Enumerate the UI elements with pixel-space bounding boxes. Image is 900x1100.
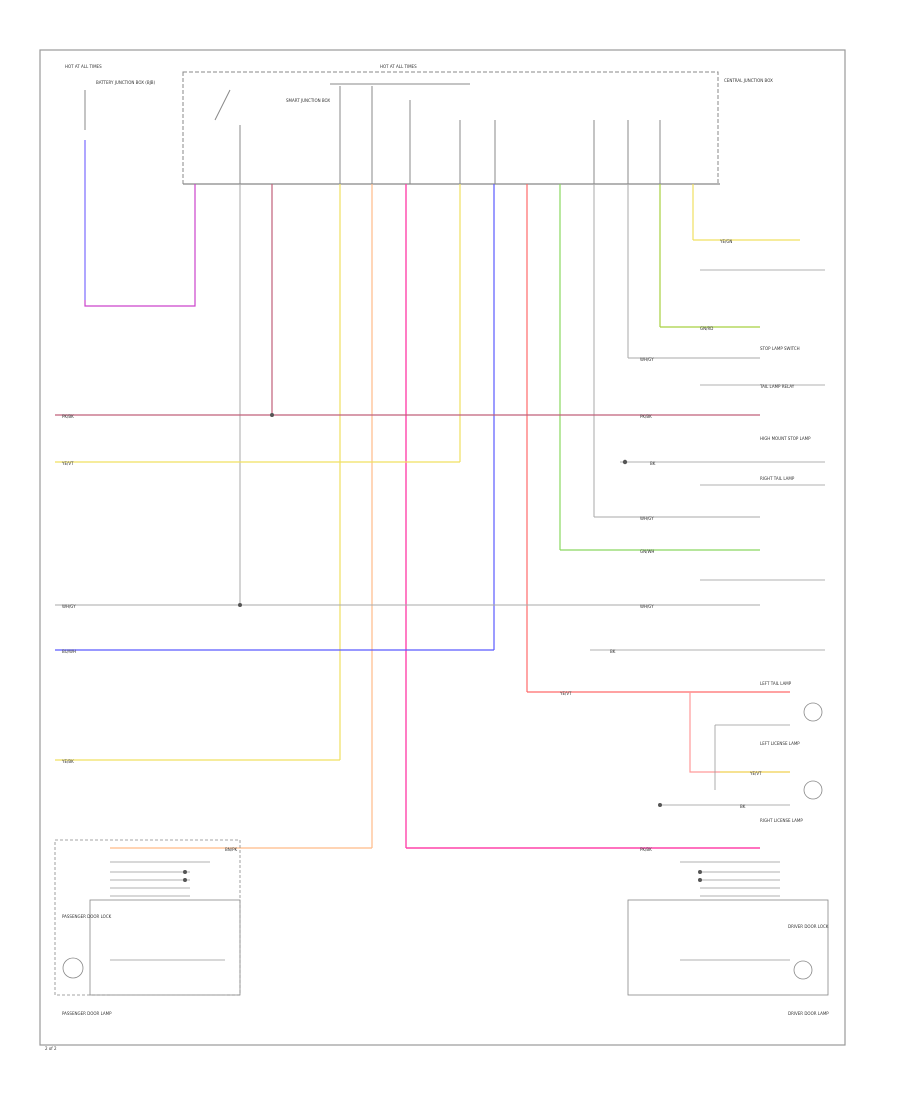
svg-text:BK: BK xyxy=(650,461,656,466)
svg-text:DRIVER DOOR LAMP: DRIVER DOOR LAMP xyxy=(788,1011,829,1016)
component-labels: TAIL LAMP RELAY STOP LAMP SWITCH LEFT TA… xyxy=(45,346,829,1051)
diagram-border xyxy=(39,49,846,1046)
svg-text:YE/VT: YE/VT xyxy=(559,691,572,696)
splice-dots xyxy=(183,413,702,882)
svg-text:WH/GY: WH/GY xyxy=(640,357,654,362)
svg-text:YE/VT: YE/VT xyxy=(749,771,762,776)
hot-label-center: HOT AT ALL TIMES xyxy=(380,64,417,69)
passenger-door-lamp-box xyxy=(89,899,241,996)
driver-door-module xyxy=(627,899,829,996)
svg-text:RIGHT LICENSE LAMP: RIGHT LICENSE LAMP xyxy=(760,818,803,823)
svg-text:LEFT TAIL LAMP: LEFT TAIL LAMP xyxy=(760,681,792,686)
svg-text:WH/GY: WH/GY xyxy=(640,604,654,609)
bjb-label: BATTERY JUNCTION BOX (BJB) xyxy=(96,80,155,85)
svg-text:GN/WH: GN/WH xyxy=(640,549,654,554)
svg-text:BN/PK: BN/PK xyxy=(225,847,237,852)
svg-text:BK: BK xyxy=(610,649,616,654)
svg-text:LEFT LICENSE LAMP: LEFT LICENSE LAMP xyxy=(760,741,800,746)
svg-text:2 of 2: 2 of 2 xyxy=(45,1046,57,1051)
central-junction-label: CENTRAL JUNCTION BOX xyxy=(724,78,773,83)
junction-box xyxy=(182,71,719,185)
svg-text:PASSENGER DOOR LOCK: PASSENGER DOOR LOCK xyxy=(62,914,112,919)
fuse-markers xyxy=(84,86,661,184)
svg-text:RIGHT TAIL LAMP: RIGHT TAIL LAMP xyxy=(760,476,795,481)
svg-text:TAIL LAMP RELAY: TAIL LAMP RELAY xyxy=(759,384,795,389)
svg-text:WH/GY: WH/GY xyxy=(640,516,654,521)
wire-red-pink-branch xyxy=(689,692,790,773)
svg-text:STOP LAMP SWITCH: STOP LAMP SWITCH xyxy=(760,346,800,351)
smart-junction-label: SMART JUNCTION BOX xyxy=(286,98,330,103)
svg-text:HIGH MOUNT STOP LAMP: HIGH MOUNT STOP LAMP xyxy=(760,436,811,441)
svg-text:DRIVER DOOR LOCK: DRIVER DOOR LOCK xyxy=(788,924,829,929)
svg-text:WH/GY: WH/GY xyxy=(62,604,76,609)
svg-text:GN/RD: GN/RD xyxy=(700,326,713,331)
svg-text:PK/BK: PK/BK xyxy=(640,847,652,852)
svg-text:PASSENGER DOOR LAMP: PASSENGER DOOR LAMP xyxy=(62,1011,112,1016)
hot-label-left: HOT AT ALL TIMES xyxy=(65,64,102,69)
svg-text:YE/GN: YE/GN xyxy=(719,239,732,244)
passenger-connector-lines xyxy=(110,861,225,996)
wire-labels: PK/BK YE/VT WH/GY BU/WH YE/BK PK/BK GN/W… xyxy=(61,239,762,852)
svg-text:YE/VT: YE/VT xyxy=(61,461,74,466)
svg-text:BK: BK xyxy=(740,804,746,809)
svg-text:BU/WH: BU/WH xyxy=(62,649,76,654)
svg-text:PK/BK: PK/BK xyxy=(640,414,652,419)
wire-violet-pink-loop xyxy=(84,184,196,307)
right-side-lines xyxy=(590,269,825,806)
svg-text:YE/BK: YE/BK xyxy=(61,759,74,764)
lamp-symbols xyxy=(62,702,823,980)
svg-text:PK/BK: PK/BK xyxy=(62,414,74,419)
driver-connector-lines xyxy=(680,861,790,996)
